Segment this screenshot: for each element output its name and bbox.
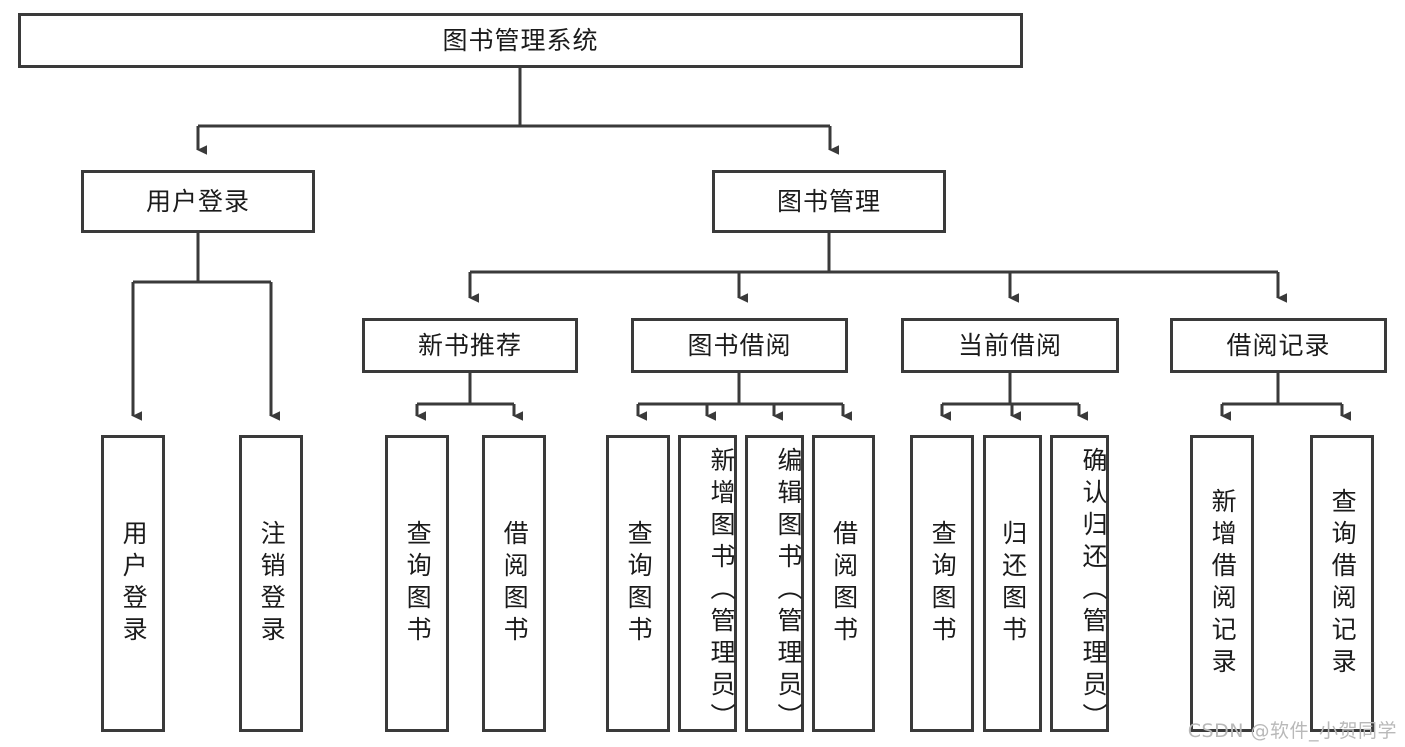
leaf-node[interactable]: 查询借阅记录 (1310, 435, 1374, 732)
node-current-borrow[interactable]: 当前借阅 (901, 318, 1119, 373)
leaf-node[interactable]: 归还图书 (983, 435, 1042, 732)
leaf-node[interactable]: 借阅图书 (482, 435, 546, 732)
node-book-borrow[interactable]: 图书借阅 (631, 318, 848, 373)
leaf-node[interactable]: 查询图书 (910, 435, 974, 732)
leaf-node[interactable]: 用户登录 (101, 435, 165, 732)
node-borrow-record[interactable]: 借阅记录 (1170, 318, 1387, 373)
leaf-node[interactable]: 查询图书 (606, 435, 670, 732)
leaf-node[interactable]: 查询图书 (385, 435, 449, 732)
leaf-node[interactable]: 注销登录 (239, 435, 303, 732)
leaf-node[interactable]: 确认归还（管理员） (1050, 435, 1109, 735)
csdn-watermark: CSDN @软件_小贺同学 (1187, 720, 1397, 742)
node-book-management[interactable]: 图书管理 (712, 170, 946, 233)
node-new-book-recommend[interactable]: 新书推荐 (362, 318, 578, 373)
leaf-node[interactable]: 编辑图书（管理员） (745, 435, 804, 735)
node-root-system[interactable]: 图书管理系统 (18, 13, 1023, 68)
leaf-node[interactable]: 借阅图书 (812, 435, 875, 732)
leaf-node[interactable]: 新增借阅记录 (1190, 435, 1254, 732)
node-user-login[interactable]: 用户登录 (81, 170, 315, 233)
leaf-node[interactable]: 新增图书（管理员） (678, 435, 737, 735)
